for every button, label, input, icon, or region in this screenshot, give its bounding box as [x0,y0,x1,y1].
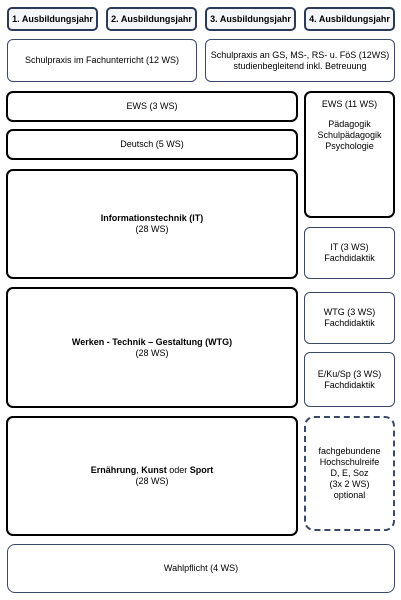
year-header-1-label: 1. Ausbildungsjahr [12,13,93,24]
wahlpflicht-box: Wahlpflicht (4 WS) [7,544,395,593]
ekusp-fachdidaktik-title: E/Ku/Sp (3 WS) [317,368,382,379]
eks-part-ernaehrung: Ernährung [90,465,137,475]
ernaehrung-kunst-sport-box: Ernährung, Kunst oder Sport (28 WS) [6,416,298,536]
schulpraxis-fachunterricht-label: Schulpraxis im Fachunterricht (12 WS) [24,55,180,65]
year-header-3: 3. Ausbildungsjahr [205,7,296,31]
it-title: Informationstechnik (IT) [100,213,204,223]
it-box: Informationstechnik (IT) (28 WS) [6,169,298,279]
deutsch-box: Deutsch (5 WS) [6,129,298,160]
year-header-1: 1. Ausbildungsjahr [7,7,98,31]
it-fachdidaktik-sub: Fachdidaktik [324,253,375,263]
schulpraxis-gs-line1: Schulpraxis an GS, MS-, RS- u. FöS (12WS… [210,49,390,60]
ews-right-item-2: Schulpädagogik [317,130,382,140]
it-ws: (28 WS) [135,224,169,234]
eks-sep2: oder [166,465,190,475]
hochschulreife-line-3: D, E, Soz [330,468,369,478]
hochschulreife-line-1: fachgebundene [318,446,381,456]
wahlpflicht-label: Wahlpflicht (4 WS) [163,563,239,573]
wtg-fachdidaktik-box: WTG (3 WS) Fachdidaktik [304,292,395,344]
eks-part-kunst: Kunst [141,465,167,475]
ews-right-item-3: Psychologie [325,141,374,151]
eks-title: Ernährung, Kunst oder Sport [91,465,214,476]
ekusp-fachdidaktik-box: E/Ku/Sp (3 WS) Fachdidaktik [304,352,395,407]
wtg-box: Werken - Technik – Gestaltung (WTG) (28 … [6,287,298,408]
it-fachdidaktik-title: IT (3 WS) [330,242,369,252]
ews-right-title: EWS (11 WS) [321,99,378,109]
wtg-title: Werken - Technik – Gestaltung (WTG) [71,336,233,347]
year-header-2-label: 2. Ausbildungsjahr [111,13,192,24]
eks-ws: (28 WS) [135,476,169,486]
eks-part-sport: Sport [189,465,214,475]
wtg-fachdidaktik-title: WTG (3 WS) [323,307,376,317]
hochschulreife-line-2: Hochschulreife [319,457,380,467]
ews-right-box: EWS (11 WS) Pädagogik Schulpädagogik Psy… [304,91,395,218]
hochschulreife-box: fachgebundene Hochschulreife D, E, Soz (… [304,416,395,531]
ews-right-item-1: Pädagogik [328,119,371,129]
year-header-4: 4. Ausbildungsjahr [304,7,395,31]
eks-sep1: , [136,465,142,475]
schulpraxis-gs-line2: studienbegleitend inkl. Betreuung [233,60,367,71]
ekusp-fachdidaktik-sub: Fachdidaktik [324,379,375,390]
it-fachdidaktik-box: IT (3 WS) Fachdidaktik [304,227,395,279]
year-header-3-label: 3. Ausbildungsjahr [210,13,291,24]
wtg-fachdidaktik-sub: Fachdidaktik [324,318,375,328]
wtg-ws: (28 WS) [135,347,169,358]
ews-left-box: EWS (3 WS) [6,91,298,122]
hochschulreife-line-4: (3x 2 WS) [329,479,370,489]
schulpraxis-gs-box: Schulpraxis an GS, MS-, RS- u. FöS (12WS… [205,39,395,82]
year-header-4-label: 4. Ausbildungsjahr [309,13,390,24]
hochschulreife-line-5: optional [333,490,366,500]
year-header-2: 2. Ausbildungsjahr [106,7,197,31]
ews-left-label: EWS (3 WS) [126,101,178,111]
deutsch-label: Deutsch (5 WS) [120,139,184,149]
schulpraxis-fachunterricht-box: Schulpraxis im Fachunterricht (12 WS) [7,39,197,82]
